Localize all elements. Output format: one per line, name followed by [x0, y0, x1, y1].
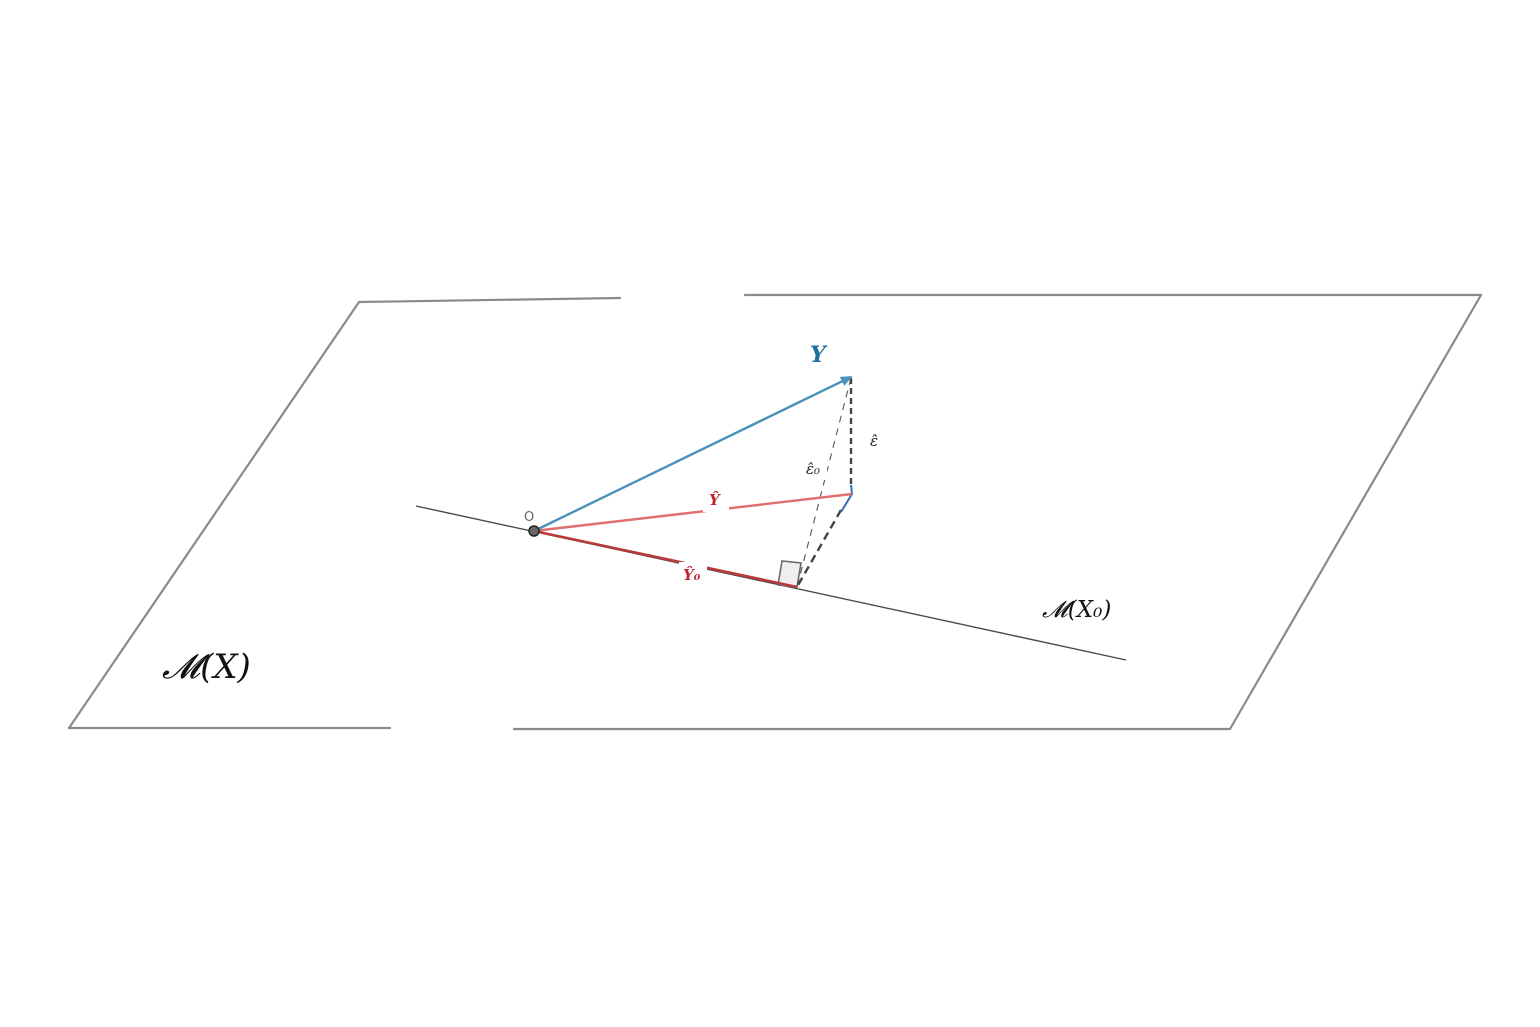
- plane-label: 𝓜(X): [162, 647, 251, 687]
- y-vector: [533, 375, 853, 533]
- plane-outline: [67, 293, 1483, 731]
- y-hat-vector: [533, 492, 853, 533]
- yhat-right-angle-marker: [840, 484, 854, 513]
- epsilon0-hat-segment: [796, 377, 852, 588]
- origin-point: [528, 525, 540, 537]
- epsilon0-label-background: [803, 458, 827, 480]
- right-angle-marker: [777, 560, 802, 588]
- origin-label: O: [524, 510, 534, 525]
- y0hat-label-background: [679, 562, 707, 586]
- y0-hat-vector: [533, 529, 798, 589]
- plane-edge-right: [1228, 293, 1483, 731]
- epsilon0-hat-label: ε̂₀: [806, 460, 820, 478]
- y-label: Y: [810, 342, 828, 368]
- yhat-to-y0hat-segment: [795, 509, 843, 588]
- subspace-label: 𝓜(X₀): [1042, 597, 1111, 623]
- yhat-label-background: [703, 488, 729, 512]
- y-hat-label: Ŷ: [709, 491, 721, 509]
- y0-hat-label: Ŷ₀: [683, 566, 701, 584]
- plane-edge-left: [67, 300, 361, 730]
- plane-edge-top-left: [357, 296, 622, 304]
- subspace-line: [415, 505, 1127, 661]
- epsilon-hat-label: ε̂: [870, 432, 878, 450]
